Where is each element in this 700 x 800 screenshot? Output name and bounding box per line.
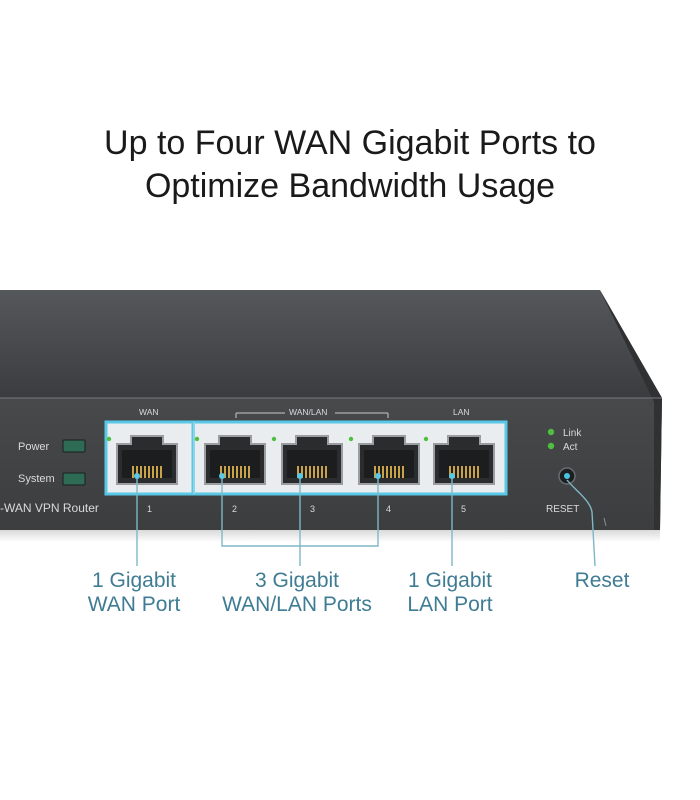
system-label: System — [18, 473, 55, 485]
ethernet-port-icon — [271, 435, 343, 485]
reset-label: RESET — [546, 504, 579, 515]
power-led — [62, 439, 86, 453]
callout-wan-line-2: WAN Port — [87, 593, 181, 616]
port-number-3: 3 — [310, 504, 315, 514]
ethernet-port-icon — [423, 435, 495, 485]
callout-wanlan-line-2: WAN/LAN Ports — [222, 593, 372, 616]
callout-wan: 1 Gigabit WAN Port — [82, 569, 186, 617]
wan-group-label: WAN — [139, 407, 159, 417]
headline: Up to Four WAN Gigabit Ports to Optimize… — [0, 122, 700, 208]
ethernet-port-icon — [348, 435, 420, 485]
callout-lan-line-2: LAN Port — [407, 593, 493, 616]
callout-lan: 1 Gigabit LAN Port — [398, 569, 502, 617]
callout-wan-line-1: 1 Gigabit — [91, 569, 177, 592]
callout-dots — [134, 473, 455, 479]
link-label: Link — [563, 428, 582, 439]
port-number-5: 5 — [461, 504, 466, 514]
port-number-1: 1 — [147, 504, 152, 514]
headline-line-1: Up to Four WAN Gigabit Ports to — [104, 124, 596, 162]
system-led — [62, 472, 86, 486]
ethernet-port-icon — [194, 435, 266, 485]
act-led-icon — [547, 442, 555, 450]
lan-group-label: LAN — [453, 407, 470, 417]
callout-wanlan: 3 Gigabit WAN/LAN Ports — [212, 569, 382, 617]
port-number-4: 4 — [386, 504, 391, 514]
ports-layer — [106, 435, 495, 485]
callout-reset: Reset — [560, 569, 644, 593]
callout-lines — [136, 476, 596, 567]
chassis-top — [0, 290, 662, 398]
link-led-icon — [547, 428, 555, 436]
model-label: -WAN VPN Router — [0, 501, 99, 515]
ethernet-port-icon — [106, 435, 178, 485]
port-number-2: 2 — [232, 504, 237, 514]
wanlan-group-label: WAN/LAN — [289, 407, 327, 417]
act-label: Act — [563, 442, 578, 453]
power-label: Power — [18, 441, 50, 453]
callout-wanlan-line-1: 3 Gigabit — [254, 569, 340, 592]
callout-reset-line-1: Reset — [574, 569, 630, 592]
callout-lan-line-1: 1 Gigabit — [407, 569, 493, 592]
headline-line-2: Optimize Bandwidth Usage — [144, 167, 556, 205]
